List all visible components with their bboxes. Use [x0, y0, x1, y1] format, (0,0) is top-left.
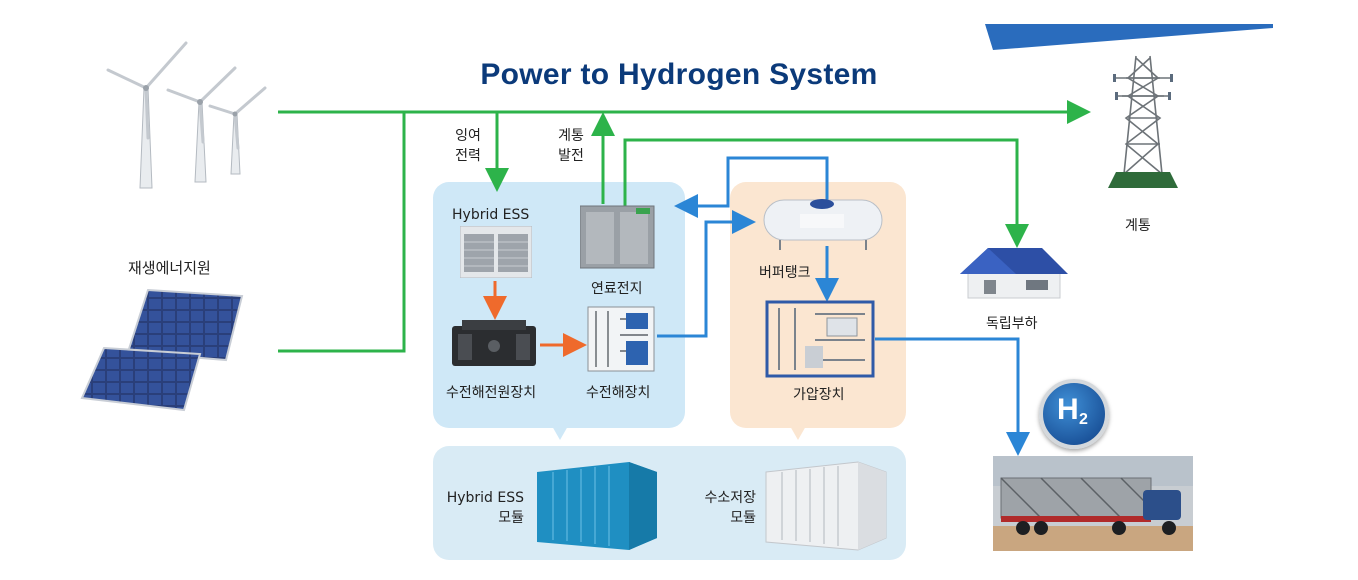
tank-icon — [763, 199, 883, 250]
electrolyzer-label: 수전해장치 — [586, 385, 651, 401]
hybrid-ess-label: Hybrid ESS — [452, 207, 530, 223]
grid-generation-label: 계통 발전 — [551, 126, 591, 166]
ribbon-decoration — [985, 24, 1273, 50]
electrolysis-power-unit — [452, 320, 536, 366]
electrolyzer-to-tank-line — [657, 210, 756, 338]
container-icon — [537, 462, 657, 550]
h2-storage-label-line2: 모듈 — [730, 510, 756, 526]
grid-generation-line2: 발전 — [558, 148, 584, 164]
compressor-unit — [765, 300, 875, 378]
hybrid-ess-cabinet — [460, 226, 532, 278]
solar-panel-icon — [80, 288, 244, 412]
electrolysis-power-label: 수전해전원장치 — [446, 385, 537, 401]
h2-storage-label: 수소저장 모듈 — [678, 488, 756, 528]
ess-module-label-line2: 모듈 — [498, 510, 524, 526]
h2-badge-sub: 2 — [1079, 411, 1088, 428]
grid-generation-line1: 계통 — [558, 128, 584, 144]
fuel-cell-label: 연료전지 — [591, 281, 643, 297]
buffer-tank-label: 버퍼탱크 — [759, 265, 811, 281]
surplus-power-line2: 전력 — [455, 148, 481, 164]
house-icon — [960, 248, 1068, 299]
compressor-to-trailer-line — [875, 337, 1030, 456]
power-line-solar — [278, 112, 406, 353]
h2-badge: H 2 — [1039, 379, 1109, 449]
transmission-tower-icon — [1108, 55, 1178, 188]
surplus-power-label: 잉여 전력 — [448, 126, 488, 166]
fuelcell-to-load-line — [623, 138, 1029, 248]
tube-trailer-icon — [993, 456, 1193, 551]
renewable-label: 재생에너지원 — [128, 259, 211, 277]
h2-badge-h: H — [1057, 393, 1079, 426]
callout-pointer-blue — [552, 426, 568, 440]
ess-module-label-line1: Hybrid ESS — [446, 490, 524, 506]
fuel-cell-unit — [580, 205, 655, 269]
page-title: Power to Hydrogen System — [480, 58, 878, 91]
wind-turbine-icon — [106, 41, 267, 189]
h2-storage-label-line1: 수소저장 — [704, 490, 756, 506]
grid-label: 계통 — [1125, 218, 1151, 234]
independent-load-label: 독립부하 — [986, 316, 1038, 332]
storage-container-icon — [765, 461, 887, 551]
electrolyzer-unit — [587, 306, 655, 372]
tank-to-fuelcell-line — [674, 156, 829, 218]
surplus-power-line1: 잉여 — [455, 128, 481, 144]
callout-pointer-orange — [790, 426, 806, 440]
compressor-label: 가압장치 — [793, 387, 845, 403]
ess-module-label: Hybrid ESS 모듈 — [436, 488, 524, 528]
